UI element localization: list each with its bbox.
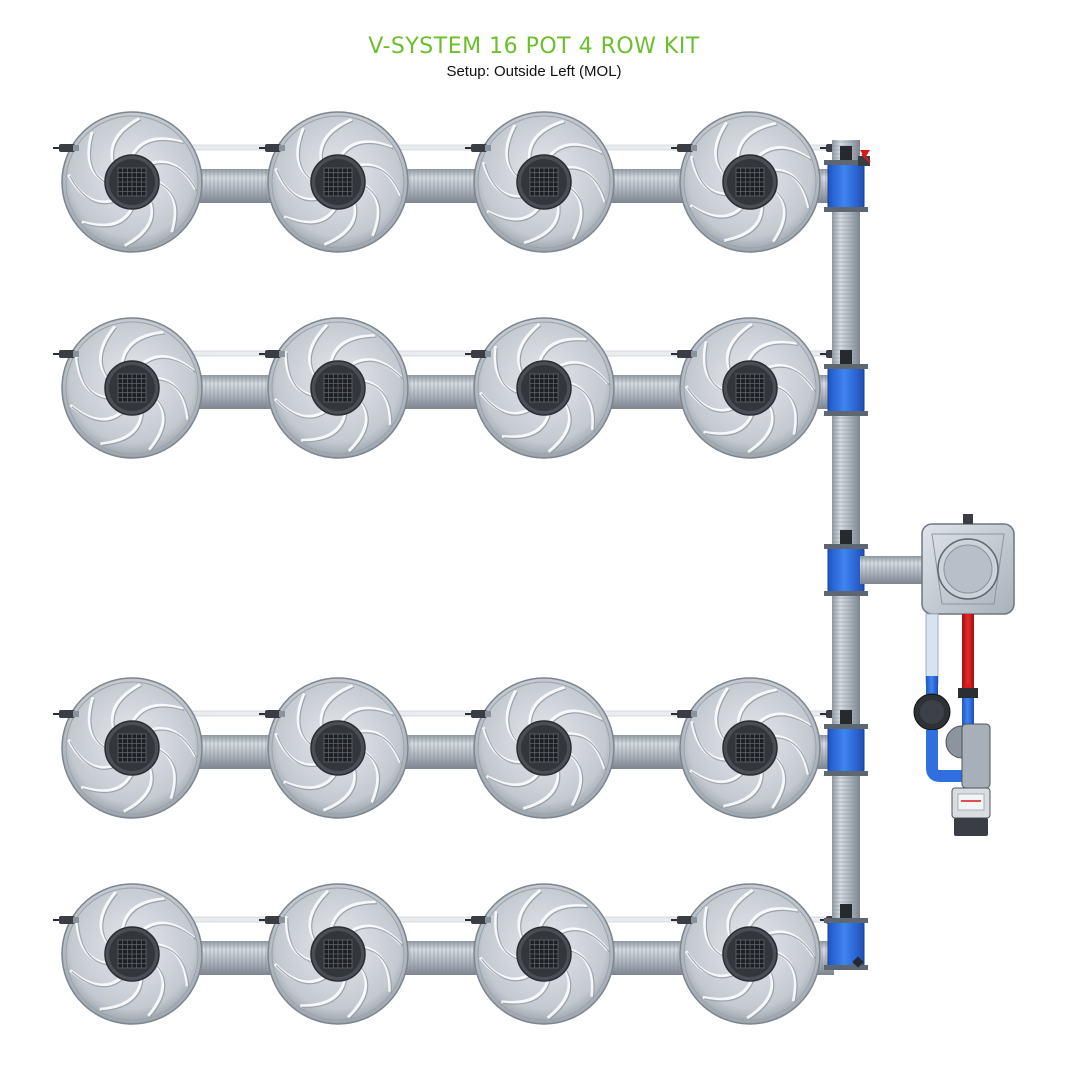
elbow-fitting-icon: [824, 904, 868, 970]
pot-icon: [267, 317, 409, 459]
drain-grille-icon: [529, 373, 559, 403]
drain-grille-icon: [735, 939, 765, 969]
tee-fitting-icon: [824, 710, 868, 776]
row-pipe: [198, 735, 272, 769]
page-subtitle: Setup: Outside Left (MOL): [446, 63, 622, 80]
hose-connector-icon: [465, 710, 491, 718]
row-pipe: [404, 169, 478, 203]
hose-connector-icon: [259, 916, 285, 924]
drain-grille-icon: [117, 939, 147, 969]
pot-icon: [61, 677, 203, 819]
row-pipe: [610, 169, 684, 203]
elbow-fitting-icon: [824, 146, 868, 212]
drain-grille-icon: [323, 167, 353, 197]
pot-icon: [61, 111, 203, 253]
pot-icon: [473, 677, 615, 819]
row-pipe: [404, 941, 478, 975]
drain-grille-icon: [735, 167, 765, 197]
pot-row: [53, 677, 846, 819]
drain-grille-icon: [735, 373, 765, 403]
drain-grille-icon: [323, 939, 353, 969]
reservoir-tank-icon: [921, 514, 1015, 615]
hose-connector-icon: [53, 350, 79, 358]
row-pipe: [610, 375, 684, 409]
pot-row: [53, 111, 846, 253]
pot-icon: [267, 677, 409, 819]
row-pipe: [198, 169, 272, 203]
return-pipe: [860, 556, 930, 584]
row-pipe: [610, 735, 684, 769]
row-pipe: [610, 941, 684, 975]
pot-icon: [473, 317, 615, 459]
filter-icon: [913, 676, 951, 731]
pot-icon: [679, 111, 821, 253]
hose-connector-icon: [465, 144, 491, 152]
hose-connector-icon: [671, 350, 697, 358]
pot-row: [53, 883, 846, 1025]
pot-icon: [61, 883, 203, 1025]
pot-row: [53, 317, 846, 459]
drain-grille-icon: [117, 373, 147, 403]
pot-icon: [679, 883, 821, 1025]
valve-icon: [858, 150, 871, 166]
hose-connector-icon: [671, 916, 697, 924]
row-pipe: [404, 735, 478, 769]
drain-grille-icon: [529, 939, 559, 969]
row-pipe: [198, 941, 272, 975]
tee-fitting-icon: [824, 350, 868, 416]
row-pipe: [404, 375, 478, 409]
hose-connector-icon: [465, 350, 491, 358]
pressure-line: [962, 614, 974, 694]
pot-icon: [473, 111, 615, 253]
drain-grille-icon: [323, 373, 353, 403]
valve-icon: [958, 684, 978, 698]
pump-icon: [945, 723, 991, 836]
page-title: V-SYSTEM 16 POT 4 ROW KIT: [368, 34, 700, 59]
hose-connector-icon: [671, 710, 697, 718]
drain-grille-icon: [117, 733, 147, 763]
hose-connector-icon: [53, 916, 79, 924]
pot-icon: [679, 677, 821, 819]
drain-grille-icon: [529, 733, 559, 763]
hose-connector-icon: [259, 710, 285, 718]
pot-icon: [679, 317, 821, 459]
hose-connector-icon: [259, 350, 285, 358]
pot-icon: [473, 883, 615, 1025]
hose-connector-icon: [259, 144, 285, 152]
hose-connector-icon: [671, 144, 697, 152]
hose-connector-icon: [465, 916, 491, 924]
hose-connector-icon: [53, 144, 79, 152]
return-line: [925, 613, 939, 685]
drain-grille-icon: [735, 733, 765, 763]
drain-grille-icon: [529, 167, 559, 197]
row-pipe: [198, 375, 272, 409]
drain-grille-icon: [117, 167, 147, 197]
hose-connector-icon: [53, 710, 79, 718]
pot-icon: [267, 111, 409, 253]
pot-icon: [61, 317, 203, 459]
end-cap-icon: [852, 956, 864, 968]
pot-icon: [267, 883, 409, 1025]
drain-grille-icon: [323, 733, 353, 763]
